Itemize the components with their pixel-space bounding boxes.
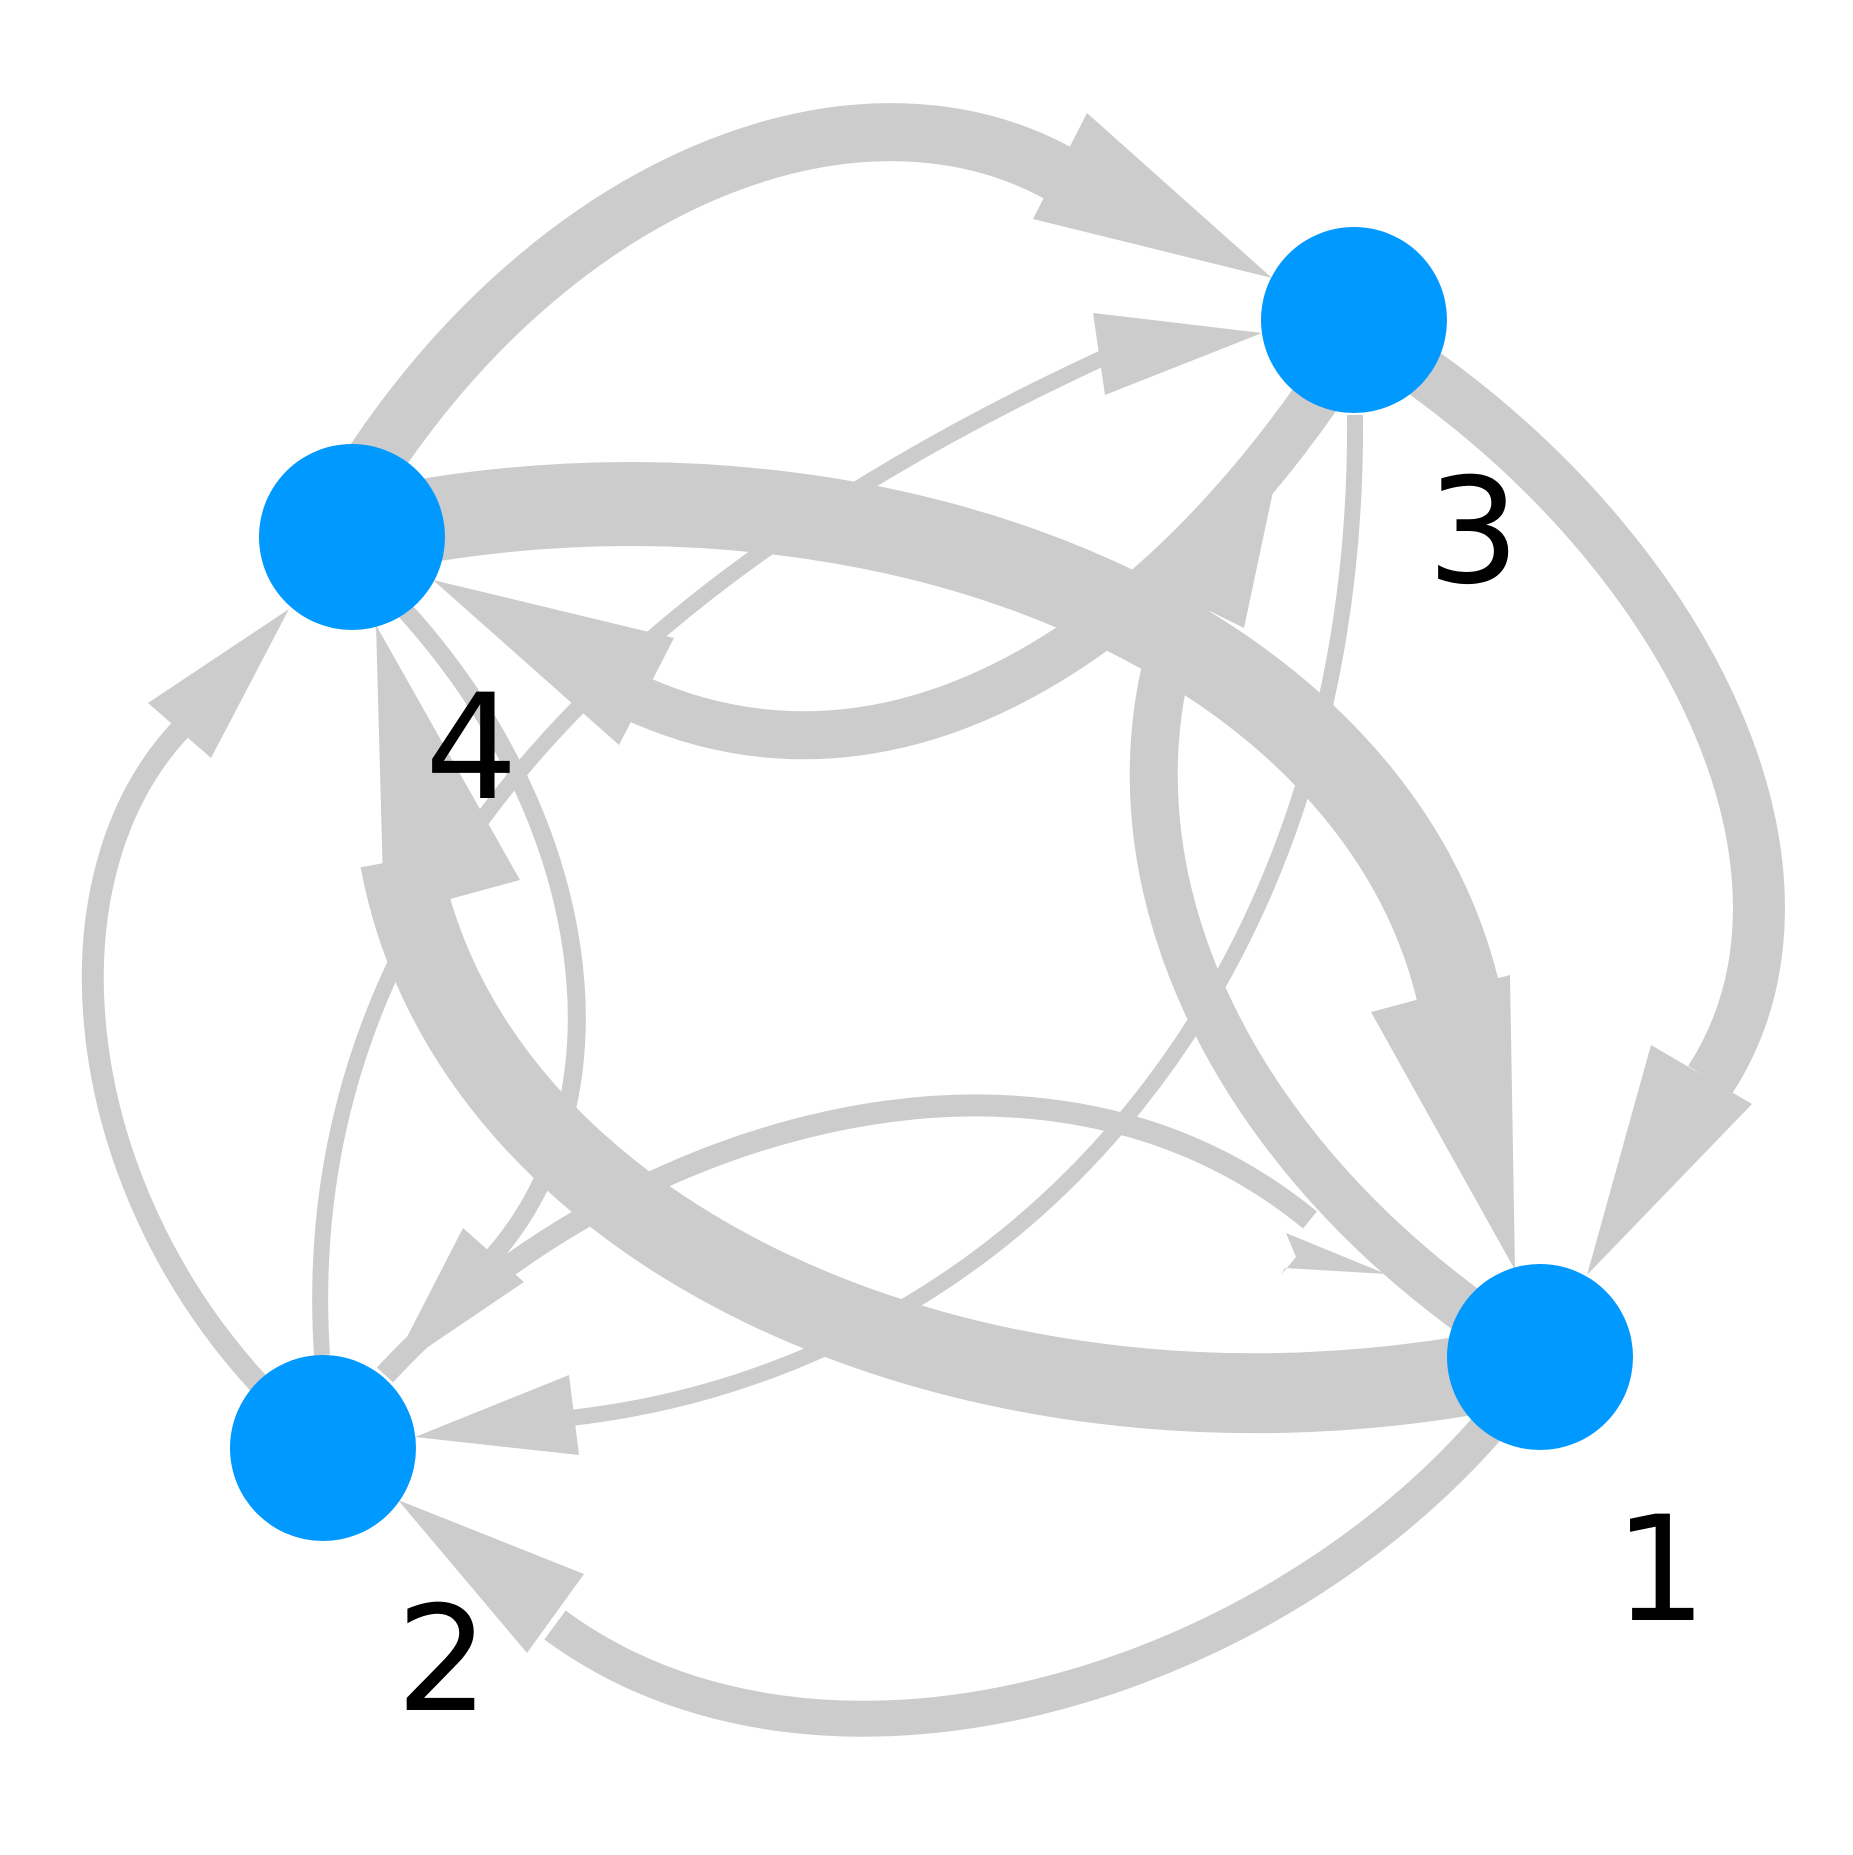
arrowhead-4-to-1 (1371, 975, 1515, 1270)
node-label-2: 2 (396, 1575, 489, 1745)
arrowhead-2-to-3 (1093, 313, 1262, 395)
arrowhead-3-to-1 (1587, 1045, 1752, 1275)
edge-1-to-2 (544, 1413, 1504, 1737)
edge-2-to-4 (81, 722, 269, 1393)
arrowhead-2-to-4 (148, 609, 289, 758)
edge-4-to-2 (393, 598, 586, 1272)
node-labels: 1 2 3 4 (396, 447, 1707, 1745)
node-3[interactable] (1261, 227, 1447, 413)
edge-1-to-3 (1129, 585, 1494, 1340)
arrowhead-3-to-2 (415, 1375, 579, 1455)
edge-3-to-2 (569, 414, 1364, 1426)
node-label-3: 3 (1427, 447, 1520, 617)
edge-4-to-3 (350, 103, 1085, 477)
edge-1-to-4 (360, 852, 1477, 1434)
edge-3-to-1 (1404, 348, 1785, 1095)
edges (81, 103, 1785, 1737)
arrowhead-1-to-3 (1143, 402, 1292, 628)
arrowhead-4-to-2 (388, 1228, 524, 1374)
arrowhead-3-to-4 (433, 580, 674, 745)
node-2[interactable] (230, 1355, 416, 1541)
arrowhead-2-to-1 (1281, 1233, 1386, 1275)
node-4[interactable] (259, 444, 445, 630)
node-label-1: 1 (1614, 1485, 1707, 1655)
nodes (230, 227, 1633, 1541)
arrowhead-4-to-3 (1033, 113, 1272, 278)
arrowheads (148, 113, 1752, 1653)
arrowhead-1-to-4 (376, 625, 520, 917)
node-label-4: 4 (425, 663, 518, 833)
edge-4-to-1 (423, 462, 1501, 1010)
arrowhead-1-to-2 (398, 1500, 584, 1653)
node-1[interactable] (1447, 1264, 1633, 1450)
